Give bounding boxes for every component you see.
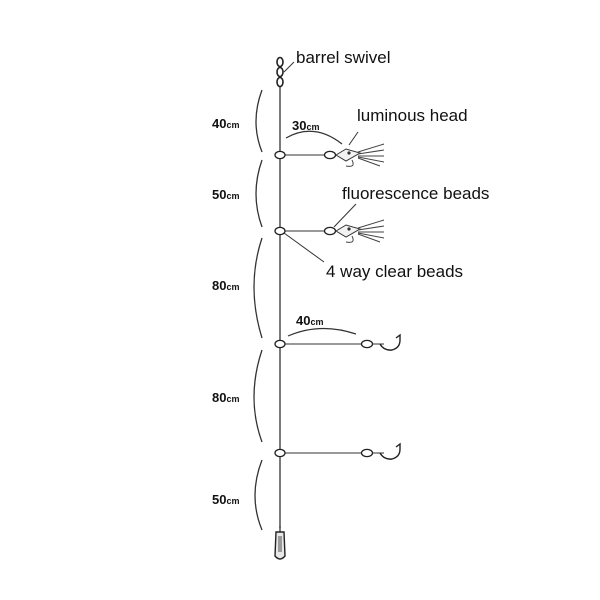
branch-2 (274, 203, 385, 263)
hook-3 (379, 333, 401, 351)
head-leader-line (348, 131, 359, 146)
luminous-head-lure-1 (335, 143, 385, 167)
segment-label-3: 80cm (212, 278, 239, 293)
clear-beads-leader-line (283, 232, 325, 263)
fluorescence-beads-label: fluorescence beads (342, 184, 489, 203)
segment-arc-5 (254, 459, 263, 531)
segment-arc-4 (253, 349, 263, 443)
segment-label-2: 50cm (212, 187, 239, 202)
hook-4 (379, 442, 401, 460)
segment-arc-3 (253, 237, 263, 339)
branch-3-arc (287, 327, 357, 337)
swivel-label: barrel swivel (296, 48, 390, 67)
four-way-bead-1 (274, 150, 286, 160)
four-way-bead-4 (274, 448, 286, 458)
segment-label-1: 40cm (212, 116, 239, 131)
clear-beads-label: 4 way clear beads (326, 262, 463, 281)
fluorescence-leader-line (333, 203, 357, 228)
segment-label-4: 80cm (212, 390, 239, 405)
branch-4 (274, 442, 401, 460)
barrel-swivel (276, 56, 284, 88)
fluorescence-bead-1 (323, 150, 337, 160)
segment-arc-1 (255, 89, 263, 153)
branch-1: 30cm (274, 118, 385, 167)
fluorescence-bead-2 (323, 226, 337, 236)
segment-label-5: 50cm (212, 492, 239, 507)
fluorescence-bead-4 (360, 448, 374, 458)
four-way-bead-2 (274, 226, 286, 236)
luminous-head-label: luminous head (357, 106, 468, 125)
segment-arc-2 (255, 159, 263, 228)
luminous-head-lure-2 (335, 219, 385, 243)
branch-1-arc (285, 130, 343, 145)
swivel-leader-line (283, 61, 295, 73)
snap-connector (274, 526, 286, 560)
fluorescence-bead-3 (360, 339, 374, 349)
branch-3-length: 40cm (296, 313, 323, 328)
branch-3: 40cm (274, 313, 401, 351)
branch-1-length: 30cm (292, 118, 319, 133)
four-way-bead-3 (274, 339, 286, 349)
